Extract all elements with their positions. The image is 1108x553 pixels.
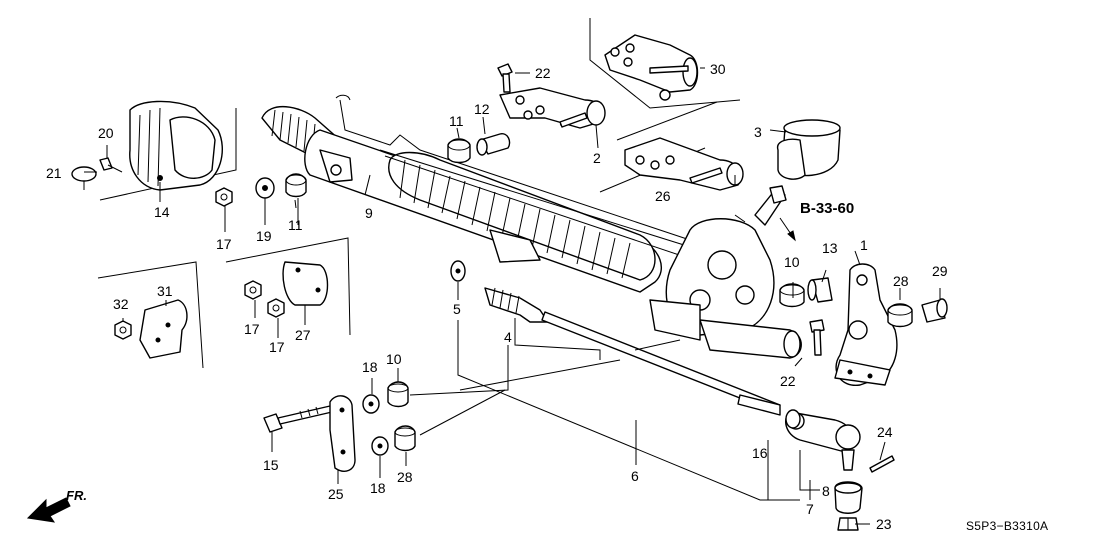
- castle-nut: [837, 517, 859, 531]
- front-direction-label: FR.: [66, 488, 87, 503]
- washer-18-lower: [371, 436, 389, 456]
- callout-5: 5: [453, 301, 461, 317]
- callout-4: 4: [504, 329, 512, 345]
- callout-2: 2: [593, 150, 601, 166]
- washer-18-upper: [362, 394, 380, 414]
- rack-clamp-left: [129, 100, 223, 191]
- callout-22-right: 22: [780, 373, 796, 389]
- callout-25: 25: [328, 486, 344, 502]
- callout-26: 26: [655, 188, 671, 204]
- callout-18-lower: 18: [370, 480, 386, 496]
- group-outlines: [97, 18, 741, 369]
- mounting-bracket-right: [834, 263, 898, 386]
- bracket-25: [329, 395, 356, 472]
- nut-17-mid-a: [244, 280, 262, 300]
- callout-11-top: 11: [449, 113, 464, 129]
- bushing-11-left: [285, 173, 307, 198]
- callout-3: 3: [754, 124, 762, 140]
- nut-10-lower: [387, 381, 409, 408]
- callout-7: 7: [806, 501, 814, 517]
- callout-17-mid-a: 17: [244, 321, 260, 337]
- upper-bracket-30: [604, 34, 699, 101]
- callout-23: 23: [876, 516, 892, 532]
- callout-10-lower: 10: [386, 351, 402, 367]
- upper-bracket-2: [499, 87, 606, 129]
- callout-30: 30: [710, 61, 726, 77]
- nut-28-lower: [394, 425, 416, 452]
- bushing-11-top: [447, 138, 471, 164]
- callout-8: 8: [822, 483, 830, 499]
- plate-27: [282, 261, 329, 306]
- clip: [71, 166, 97, 190]
- washer-5: [450, 260, 466, 282]
- callout-32: 32: [113, 296, 129, 312]
- callout-12: 12: [474, 101, 490, 117]
- front-direction-indicator: FR.: [26, 488, 87, 523]
- steering-gearbox-rack: [261, 94, 802, 359]
- screw-20: [99, 157, 123, 173]
- tie-rod-end: [784, 411, 861, 471]
- collar-12: [476, 133, 511, 156]
- reference-b-33-60: B-33-60: [734, 200, 854, 242]
- callout-15: 15: [263, 457, 279, 473]
- bolt-22-top: [497, 63, 513, 93]
- callout-22-top: 22: [535, 65, 551, 81]
- washer-16: [785, 409, 801, 429]
- reference-label: B-33-60: [800, 200, 854, 217]
- nut-32: [114, 320, 132, 340]
- cotter-pin: [869, 455, 895, 473]
- callout-19: 19: [256, 228, 272, 244]
- callout-numbers: 1 2 3 4 5 6 7 8 9 10 10 11 11 12 13 14 1…: [46, 61, 948, 532]
- leader-lines: [84, 67, 941, 525]
- washer-19: [255, 177, 275, 199]
- bolt-22-right: [809, 319, 825, 356]
- callout-6: 6: [631, 468, 639, 484]
- callout-24: 24: [877, 424, 893, 440]
- callout-28-right: 28: [893, 273, 909, 289]
- callout-14: 14: [154, 204, 170, 220]
- callout-16: 16: [752, 445, 768, 461]
- callout-29: 29: [932, 263, 948, 279]
- callout-1: 1: [860, 237, 868, 253]
- callout-13: 13: [822, 240, 838, 256]
- callout-9: 9: [365, 205, 373, 221]
- callout-31: 31: [157, 283, 173, 299]
- nut-17-top: [215, 187, 233, 207]
- bolt-15: [263, 405, 333, 433]
- collar-29: [921, 298, 948, 323]
- callout-21: 21: [46, 165, 62, 181]
- tie-rod: [484, 287, 781, 416]
- bracket-31: [139, 299, 188, 359]
- grommet: [776, 119, 841, 180]
- callout-11-left: 11: [288, 217, 303, 233]
- upper-bracket-26: [624, 137, 744, 191]
- collar-13: [807, 277, 833, 303]
- ball-joint-boot: [834, 481, 863, 514]
- callout-10-right: 10: [784, 254, 800, 270]
- bushing-10-right: [779, 283, 805, 308]
- bushing-28-right: [887, 303, 913, 328]
- callout-17-top: 17: [216, 236, 232, 252]
- callout-28-lower: 28: [397, 469, 413, 485]
- callout-27: 27: [295, 327, 311, 343]
- diagram-code: S5P3−B3310A: [966, 519, 1048, 533]
- nut-17-mid-b: [267, 298, 285, 318]
- callout-20: 20: [98, 125, 114, 141]
- callout-17-mid-b: 17: [269, 339, 285, 355]
- callout-18-upper: 18: [362, 359, 378, 375]
